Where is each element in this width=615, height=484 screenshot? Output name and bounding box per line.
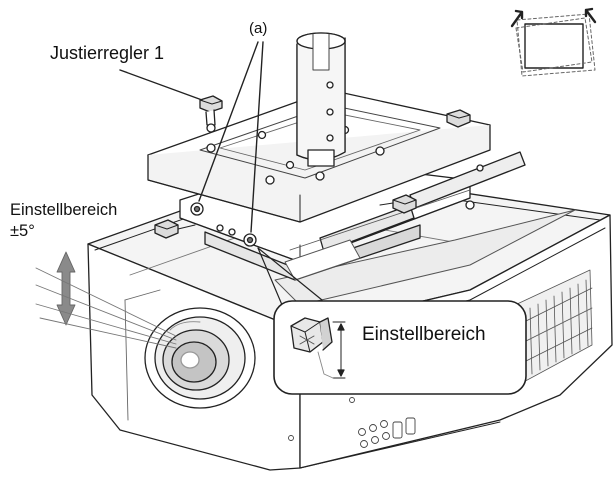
callout-a-leaders — [198, 41, 264, 233]
adjuster-knob-front — [379, 194, 417, 214]
slide-rail — [284, 151, 526, 281]
control-buttons — [288, 397, 416, 448]
adjuster-knob-leader — [119, 69, 203, 101]
callout-a-label: (a) — [249, 20, 268, 37]
detail-range-label: Einstellbereich — [362, 324, 486, 345]
screws-a — [190, 202, 257, 247]
detail-callout — [257, 247, 527, 395]
rotation-tilt-icon — [510, 7, 597, 77]
adjuster-knob-1 — [199, 95, 223, 133]
adjuster-knob-right — [446, 109, 471, 128]
tilt-range-arrow — [35, 251, 177, 349]
adjuster-knob-lower-left — [154, 219, 196, 239]
projector-lens — [144, 307, 256, 409]
adjuster-knob-label: Justierregler 1 — [50, 43, 165, 63]
adjustment-range-value: ±5° — [10, 221, 35, 240]
mounting-pole — [296, 32, 346, 167]
adjustment-range-title: Einstellbereich — [10, 201, 118, 219]
adjustment-range-label: Einstellbereich ±5° — [10, 200, 117, 241]
